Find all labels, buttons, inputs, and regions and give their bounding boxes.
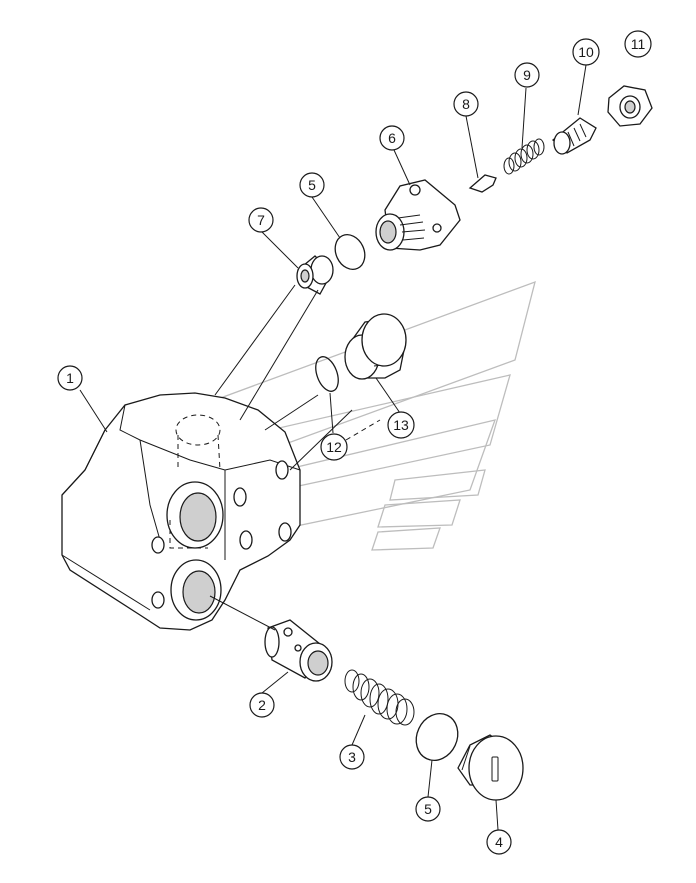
callout-5-lower-label: 5 [424, 801, 432, 817]
callout-11-label: 11 [631, 36, 646, 52]
part-6-adjust-body [375, 179, 461, 251]
part-13-cartridge [344, 313, 407, 380]
part-9-spring [503, 138, 545, 175]
callout-7-label: 7 [257, 212, 265, 228]
part-5-oring-upper [334, 233, 366, 271]
callout-12-label: 12 [326, 439, 342, 455]
callout-9: 9 [514, 62, 540, 88]
callout-6-label: 6 [388, 130, 396, 146]
part-10-screw [552, 117, 597, 155]
callout-5-upper: 5 [299, 172, 325, 198]
callout-1: 1 [57, 365, 83, 391]
callout-8: 8 [453, 91, 479, 117]
callout-10: 10 [572, 38, 600, 66]
part-11-nut [607, 85, 653, 127]
callout-8-label: 8 [462, 96, 470, 112]
callout-9-label: 9 [523, 67, 531, 83]
callout-4-label: 4 [495, 834, 503, 850]
part-7-seat [296, 255, 334, 295]
callout-12: 12 [320, 433, 348, 461]
part-8-needle [468, 174, 497, 193]
callout-10-label: 10 [578, 44, 594, 60]
part-4-plug [457, 734, 524, 801]
part-1-valve-body [61, 392, 301, 631]
callout-11: 11 [624, 30, 652, 58]
callout-3-label: 3 [348, 749, 356, 765]
callout-5-lower: 5 [415, 796, 441, 822]
callout-13: 13 [387, 411, 415, 439]
part-2-sleeve [264, 619, 333, 682]
callout-1-label: 1 [66, 370, 74, 386]
callout-13-label: 13 [393, 417, 409, 433]
callout-2: 2 [249, 692, 275, 718]
callout-4: 4 [486, 829, 512, 855]
part-5-oring-lower [415, 713, 459, 761]
part-3-spring [344, 669, 415, 726]
callout-2-label: 2 [258, 697, 266, 713]
callout-7: 7 [248, 207, 274, 233]
part-12-oring [315, 356, 339, 392]
leader-lines [79, 64, 587, 831]
callout-5-upper-label: 5 [308, 177, 316, 193]
callout-6: 6 [379, 125, 405, 151]
callout-3: 3 [339, 744, 365, 770]
